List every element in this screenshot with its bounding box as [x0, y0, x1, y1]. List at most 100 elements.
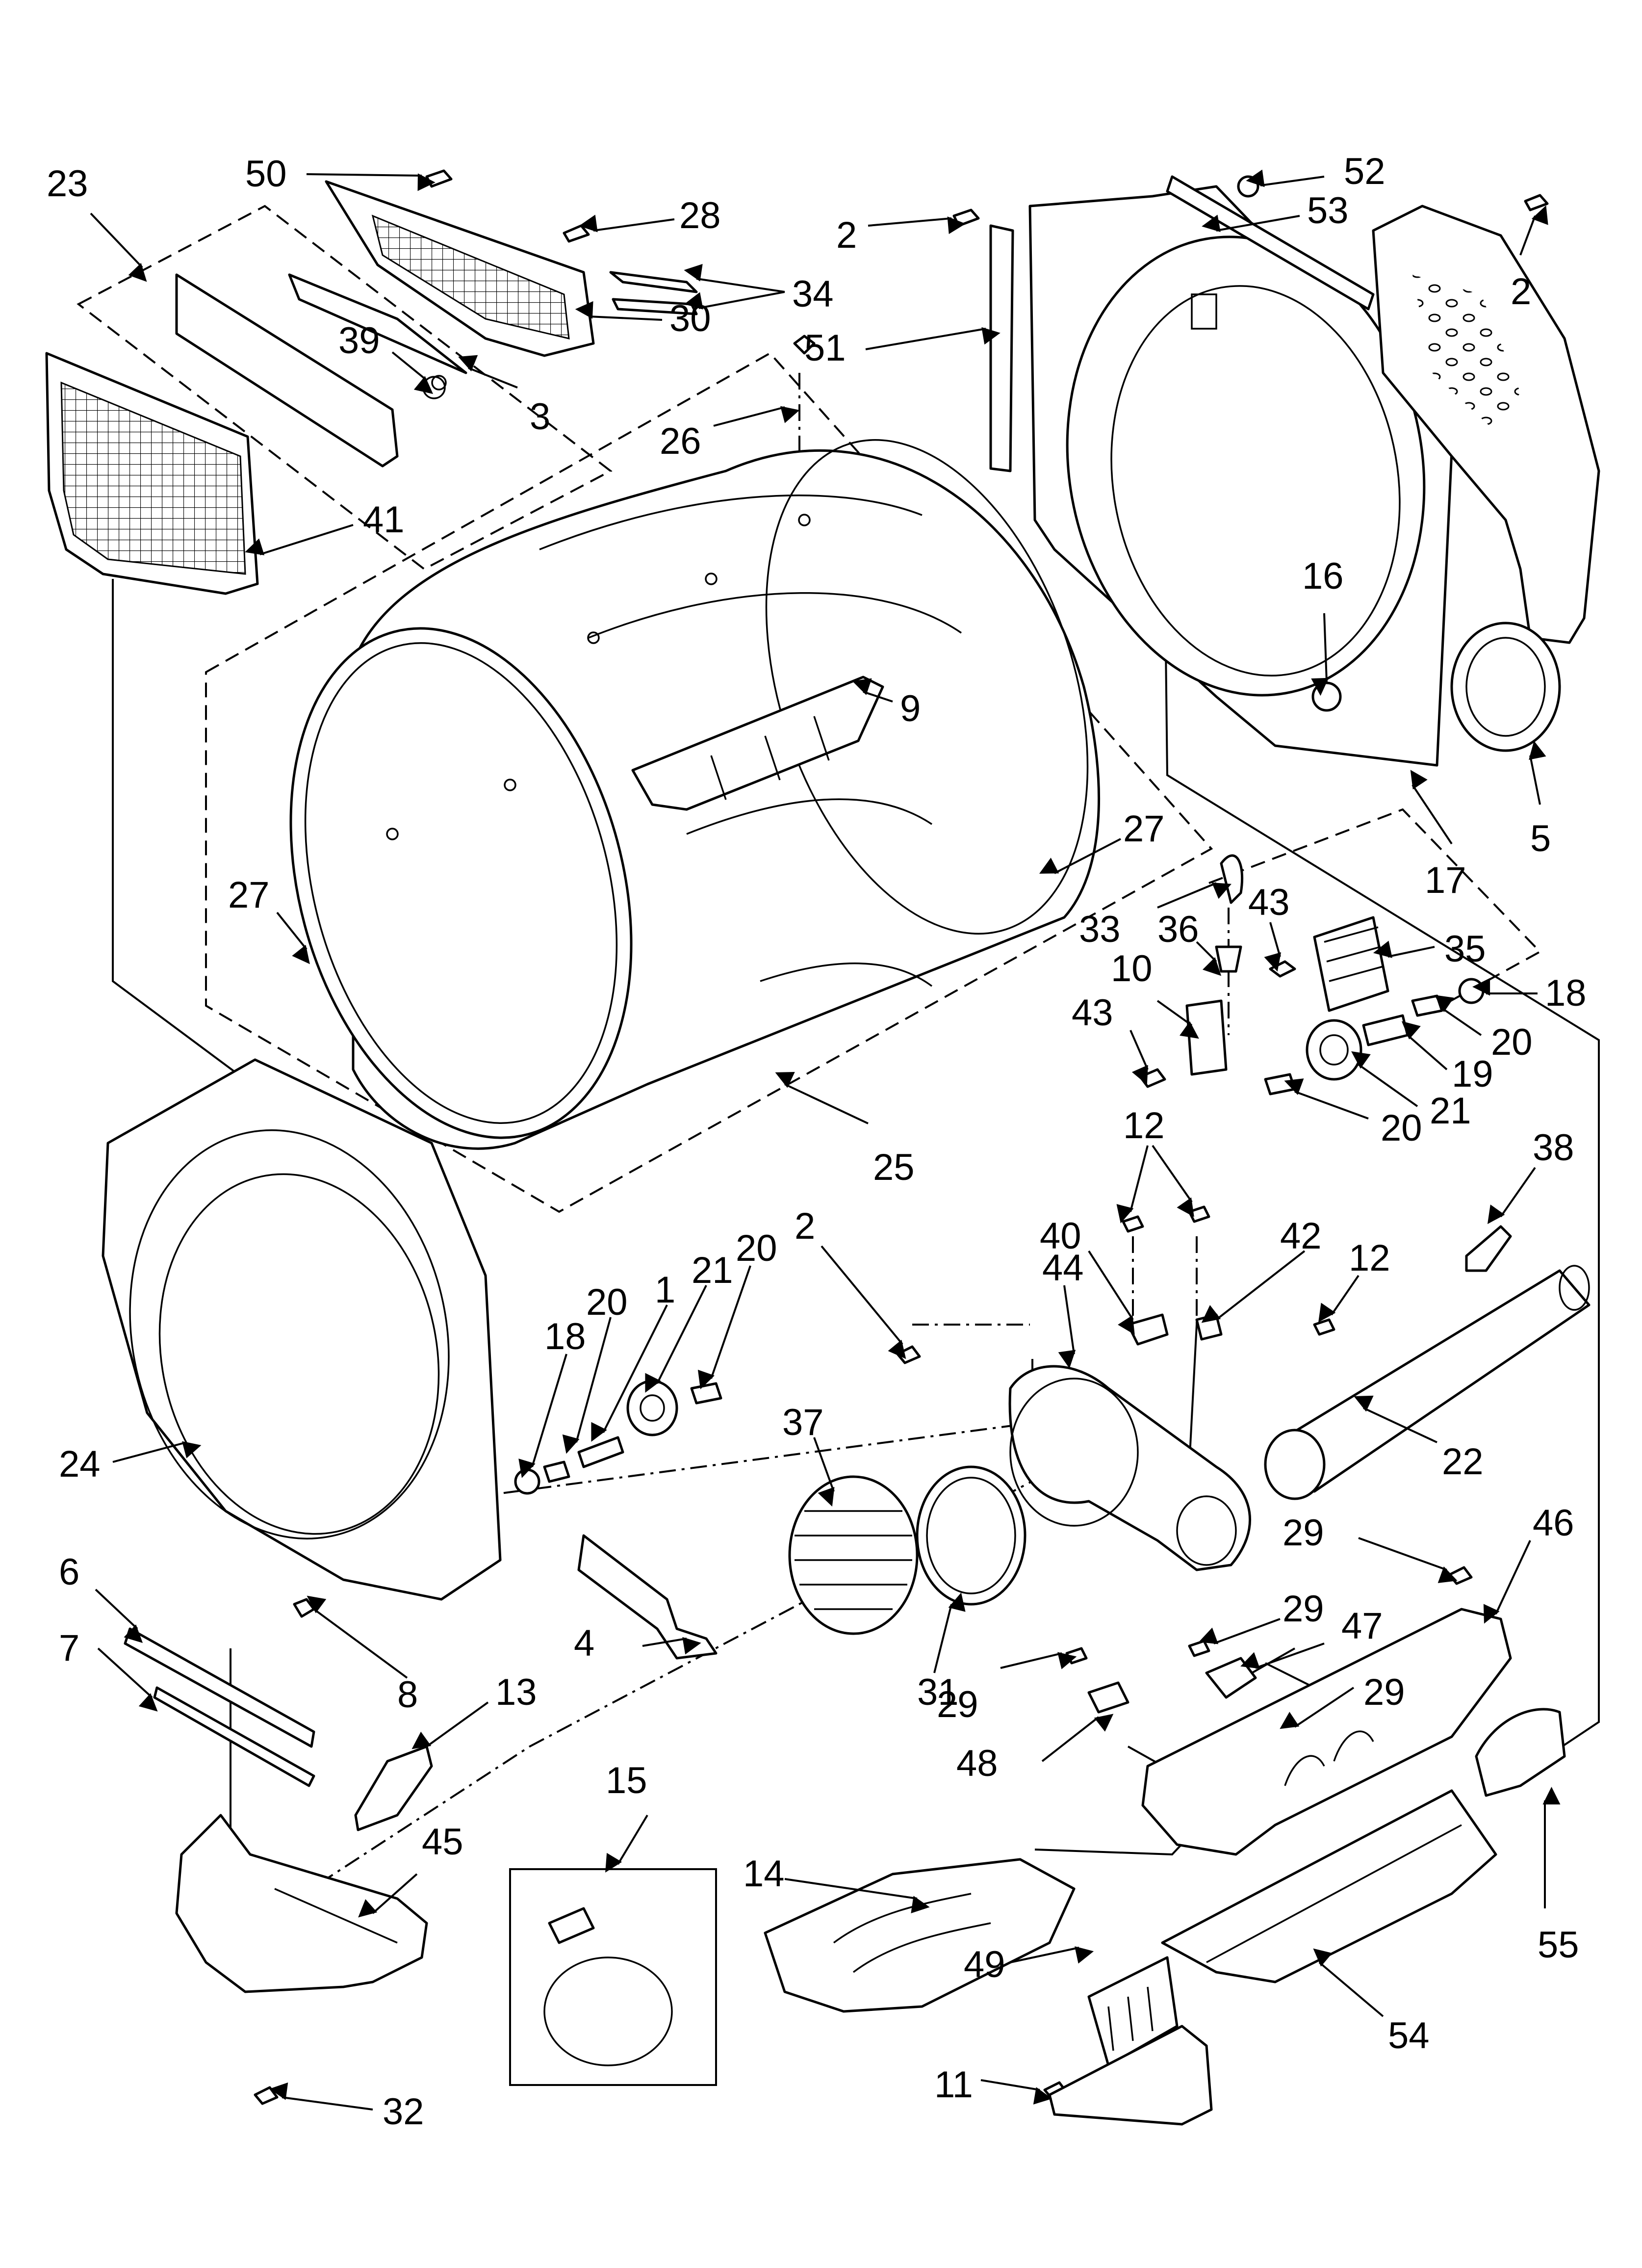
leader-30: [575, 301, 663, 321]
heater-housing: [1141, 1608, 1512, 1856]
callout-27-rear: 27: [1123, 808, 1165, 850]
leader-23: [90, 212, 147, 282]
axle-19: [1362, 1014, 1409, 1046]
leader-25: [775, 1071, 869, 1124]
front-duct: [175, 1814, 428, 1993]
screw-2a: [952, 209, 980, 227]
callout-48: 48: [956, 1743, 998, 1784]
leader-12a1: [1116, 1145, 1149, 1224]
callout-20-right-top: 20: [1491, 1021, 1533, 1063]
heater-cover-55: [1475, 1708, 1566, 1797]
callout-39: 39: [338, 320, 380, 362]
drum: [289, 439, 1101, 1150]
callout-labels: 50 28 34 30 39 3 23 41 26 9 27 27 25 2 5…: [47, 151, 1587, 2133]
leader-7: [97, 1647, 158, 1712]
leader-1: [591, 1304, 668, 1442]
lint-duct-cover: [288, 273, 467, 374]
clip-20c: [543, 1460, 570, 1483]
bulkhead-bolt-16: [1311, 681, 1342, 712]
leader-37: [813, 1437, 835, 1507]
callout-2-top-left: 2: [836, 214, 857, 256]
bracket-49-plate: [1087, 1956, 1179, 2067]
bracket-49-base: [1048, 2025, 1213, 2126]
leader-29c: [1000, 1652, 1077, 1669]
callout-43-left: 43: [1072, 992, 1113, 1034]
front-bulkhead: [102, 1058, 502, 1601]
leader-46: [1483, 1540, 1531, 1624]
callout-3: 3: [530, 396, 550, 438]
leader-27a: [1039, 838, 1121, 874]
callout-12-top: 12: [1123, 1105, 1165, 1147]
leader-26: [713, 406, 800, 427]
callout-45: 45: [422, 1821, 463, 1863]
callout-4: 4: [574, 1622, 594, 1664]
seal-strip-34b: [612, 298, 698, 315]
sensor-housing-35: [1313, 916, 1389, 1012]
callout-34: 34: [792, 273, 834, 315]
leader-5: [1529, 740, 1546, 805]
screw-32: [254, 2086, 279, 2105]
screw-50: [425, 169, 453, 188]
heater-shield-54: [1161, 1789, 1497, 1983]
front-bulkhead-24: [102, 1058, 502, 1601]
leader-12a2: [1152, 1145, 1194, 1217]
leader-13: [411, 1701, 489, 1749]
callout-8: 8: [397, 1674, 418, 1716]
heater-housing-46: [1141, 1608, 1512, 1856]
exhaust-duct-22: [1283, 1269, 1591, 1493]
blower-wheel-37: [788, 1475, 919, 1635]
leader-21a: [1351, 1051, 1418, 1107]
callout-25: 25: [873, 1147, 915, 1188]
callout-50: 50: [245, 153, 287, 195]
leader-38: [1487, 1167, 1536, 1225]
callout-41: 41: [363, 499, 405, 541]
washer-18b: [514, 1468, 540, 1495]
assembly-outlines: [77, 205, 1542, 1213]
leader-29d: [1280, 1687, 1355, 1729]
callout-27-front: 27: [228, 874, 270, 916]
callout-28: 28: [679, 195, 721, 236]
callout-33: 33: [1079, 909, 1121, 950]
leader-12b: [1318, 1275, 1360, 1323]
callout-46: 46: [1533, 1502, 1574, 1544]
sensor-group: [1139, 854, 1485, 1095]
clip-20b: [1264, 1073, 1296, 1095]
callout-35: 35: [1444, 928, 1486, 970]
leader-20a: [1434, 995, 1482, 1036]
leader-14: [784, 1878, 930, 1913]
screw-29b: [1188, 1640, 1210, 1657]
callout-40: 40: [1040, 1215, 1081, 1257]
roller-21a: [1306, 1019, 1362, 1081]
screw-2b: [1524, 194, 1549, 211]
lint-trap-bracket: [175, 273, 399, 468]
callout-18-front: 18: [544, 1316, 586, 1357]
callout-17: 17: [1425, 860, 1466, 901]
callout-30: 30: [669, 298, 711, 339]
leader-11: [980, 2079, 1052, 2105]
blower-housing: [1008, 1365, 1252, 1571]
leader-6: [95, 1589, 143, 1643]
callout-10: 10: [1111, 948, 1153, 990]
leader-lines: [90, 169, 1561, 2111]
leader-29a: [1358, 1537, 1458, 1583]
leader-4: [642, 1637, 701, 1655]
leader-53: [1202, 214, 1300, 233]
heater-shield: [1161, 1789, 1497, 1983]
leader-9: [852, 678, 893, 703]
callout-51: 51: [804, 327, 846, 369]
leader-22: [1354, 1395, 1437, 1443]
leader-20d: [697, 1265, 751, 1389]
rear-bracket-51: [989, 224, 1014, 472]
screw-12b: [1188, 1205, 1210, 1223]
callout-2-top-right: 2: [1511, 271, 1531, 313]
leader-54: [1313, 1948, 1384, 2017]
leader-19: [1401, 1021, 1448, 1070]
callout-15: 15: [606, 1760, 647, 1801]
leader-2a: [868, 216, 966, 235]
leader-28: [579, 214, 675, 233]
screw-43b: [1139, 1068, 1166, 1088]
leader-32: [269, 2082, 373, 2111]
callout-55: 55: [1538, 1924, 1579, 1966]
drum-front-seal-27: [289, 627, 633, 1139]
